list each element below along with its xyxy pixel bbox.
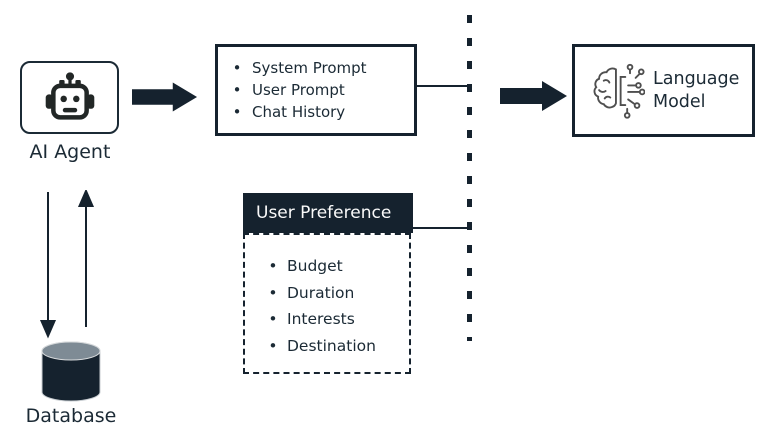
- prompt-item-list: System Prompt User Prompt Chat History: [218, 57, 414, 123]
- agent-database-arrows: [39, 190, 95, 339]
- user-preference-title: User Preference: [256, 203, 392, 223]
- user-preference-header: User Preference: [243, 193, 413, 233]
- language-model-node: Language Model: [572, 44, 755, 137]
- database-cylinder-icon: [41, 341, 101, 402]
- ai-agent-node: [20, 61, 119, 134]
- preference-item: Interests: [245, 306, 409, 333]
- user-preference-list: Budget Duration Interests Destination: [245, 253, 409, 359]
- connector-prompt-to-divider: [414, 85, 470, 87]
- dashed-vertical-divider: [467, 15, 472, 341]
- preference-item: Budget: [245, 253, 409, 280]
- block-arrow-to-language-model: [500, 81, 567, 111]
- ai-agent-label: AI Agent: [29, 141, 111, 163]
- ai-brain-icon: [593, 63, 645, 119]
- prompt-context-box: System Prompt User Prompt Chat History: [215, 44, 417, 136]
- prompt-item: Chat History: [218, 101, 414, 123]
- connector-preference-to-divider: [413, 227, 469, 229]
- block-arrow-agent-to-prompt: [132, 82, 198, 112]
- prompt-item: System Prompt: [218, 57, 414, 79]
- prompt-item: User Prompt: [218, 79, 414, 101]
- database-label: Database: [25, 405, 117, 427]
- language-model-label: Language Model: [653, 68, 740, 112]
- robot-icon: [45, 71, 94, 120]
- preference-item: Duration: [245, 280, 409, 307]
- preference-item: Destination: [245, 333, 409, 360]
- user-preference-box: Budget Duration Interests Destination: [243, 233, 411, 374]
